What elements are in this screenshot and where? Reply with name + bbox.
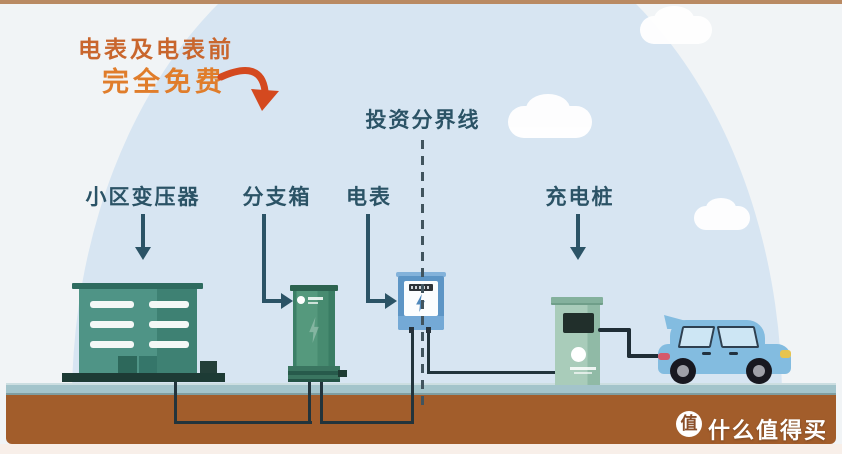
wire-meter-to-pile — [427, 371, 556, 374]
arrow-transformer — [141, 214, 145, 248]
cloud-icon — [694, 198, 750, 230]
transformer-roof — [72, 283, 203, 289]
charging-pile-screen — [563, 313, 594, 333]
arrow-meter-horizontal — [366, 299, 386, 303]
transformer-step — [200, 361, 217, 374]
charging-cable — [627, 328, 631, 358]
transformer-vent — [90, 301, 134, 308]
car-wheel — [746, 358, 772, 384]
bottom-border-strip — [0, 444, 842, 454]
branch-box-logo-text — [308, 302, 318, 304]
charging-cable — [598, 328, 631, 332]
top-border-strip — [0, 0, 842, 4]
investment-boundary-label: 投资分界线 — [365, 109, 481, 132]
wheel-hub — [753, 365, 765, 377]
curved-arrow-icon — [217, 67, 279, 111]
transformer-vent — [149, 321, 189, 328]
cloud-icon — [640, 6, 712, 44]
car-door-handle — [729, 352, 738, 355]
branch-box-cap — [290, 285, 338, 291]
arrow-branch-horizontal — [262, 299, 282, 303]
charging-pile-logo-text — [574, 372, 592, 374]
transformer-base — [62, 373, 225, 382]
meter-label: 电表 — [346, 186, 392, 209]
arrowhead-pile-icon — [570, 247, 586, 260]
free-note-line1: 电表及电表前 — [78, 36, 234, 62]
car-front-window — [716, 326, 760, 348]
wire-meter-right-down — [427, 330, 430, 374]
arrowhead-transformer-icon — [135, 247, 151, 260]
branch-box-label: 分支箱 — [242, 186, 312, 209]
transformer-door — [118, 356, 137, 373]
arrow-branch-vertical — [262, 214, 266, 303]
free-note-line2: 完全免费 — [102, 67, 226, 97]
charging-cable — [627, 354, 663, 358]
cloud-icon — [508, 94, 592, 138]
wire-transformer-to-branch — [174, 421, 312, 424]
wire-branch-to-meter — [320, 421, 414, 424]
wire-transformer-down — [174, 378, 177, 424]
car-wheel — [670, 358, 696, 384]
car-rear-window — [677, 326, 716, 348]
transformer-door — [139, 356, 157, 373]
arrow-meter-vertical — [366, 214, 370, 303]
wire-branch-leg-left — [308, 380, 311, 424]
smzdm-logo-icon: 值 — [676, 411, 702, 437]
car-taillight — [658, 353, 670, 360]
wire-branch-leg-right — [320, 380, 323, 424]
arrow-pile — [576, 214, 580, 248]
smzdm-watermark-text: 什么值得买 — [708, 418, 829, 443]
transformer-label: 小区变压器 — [85, 186, 201, 209]
investment-boundary-dashed-line — [421, 140, 424, 406]
lightning-icon — [309, 317, 319, 343]
branch-box-base — [288, 366, 340, 382]
wheel-hub — [677, 365, 689, 377]
grid-logo-icon — [297, 296, 305, 304]
transformer-vent — [90, 321, 134, 328]
charging-pile-cap — [551, 297, 603, 305]
arrowhead-branch-icon — [281, 293, 293, 309]
arrowhead-meter-icon — [385, 293, 397, 309]
wire-meter-left-down — [411, 330, 414, 424]
transformer-vent — [149, 301, 189, 308]
lightning-icon — [416, 294, 425, 312]
car-headlight — [780, 350, 791, 358]
transformer-vent — [149, 341, 189, 348]
car-door-handle — [702, 352, 711, 355]
grid-logo-icon — [571, 347, 586, 362]
transformer-vent — [90, 341, 134, 348]
charging-pile-logo-text — [570, 367, 596, 370]
charging-pile-label: 充电桩 — [545, 186, 615, 209]
meter-terminal — [409, 327, 414, 333]
meter-terminal — [426, 327, 431, 333]
branch-box-logo-text — [308, 297, 323, 300]
branch-box-knob — [338, 370, 347, 377]
